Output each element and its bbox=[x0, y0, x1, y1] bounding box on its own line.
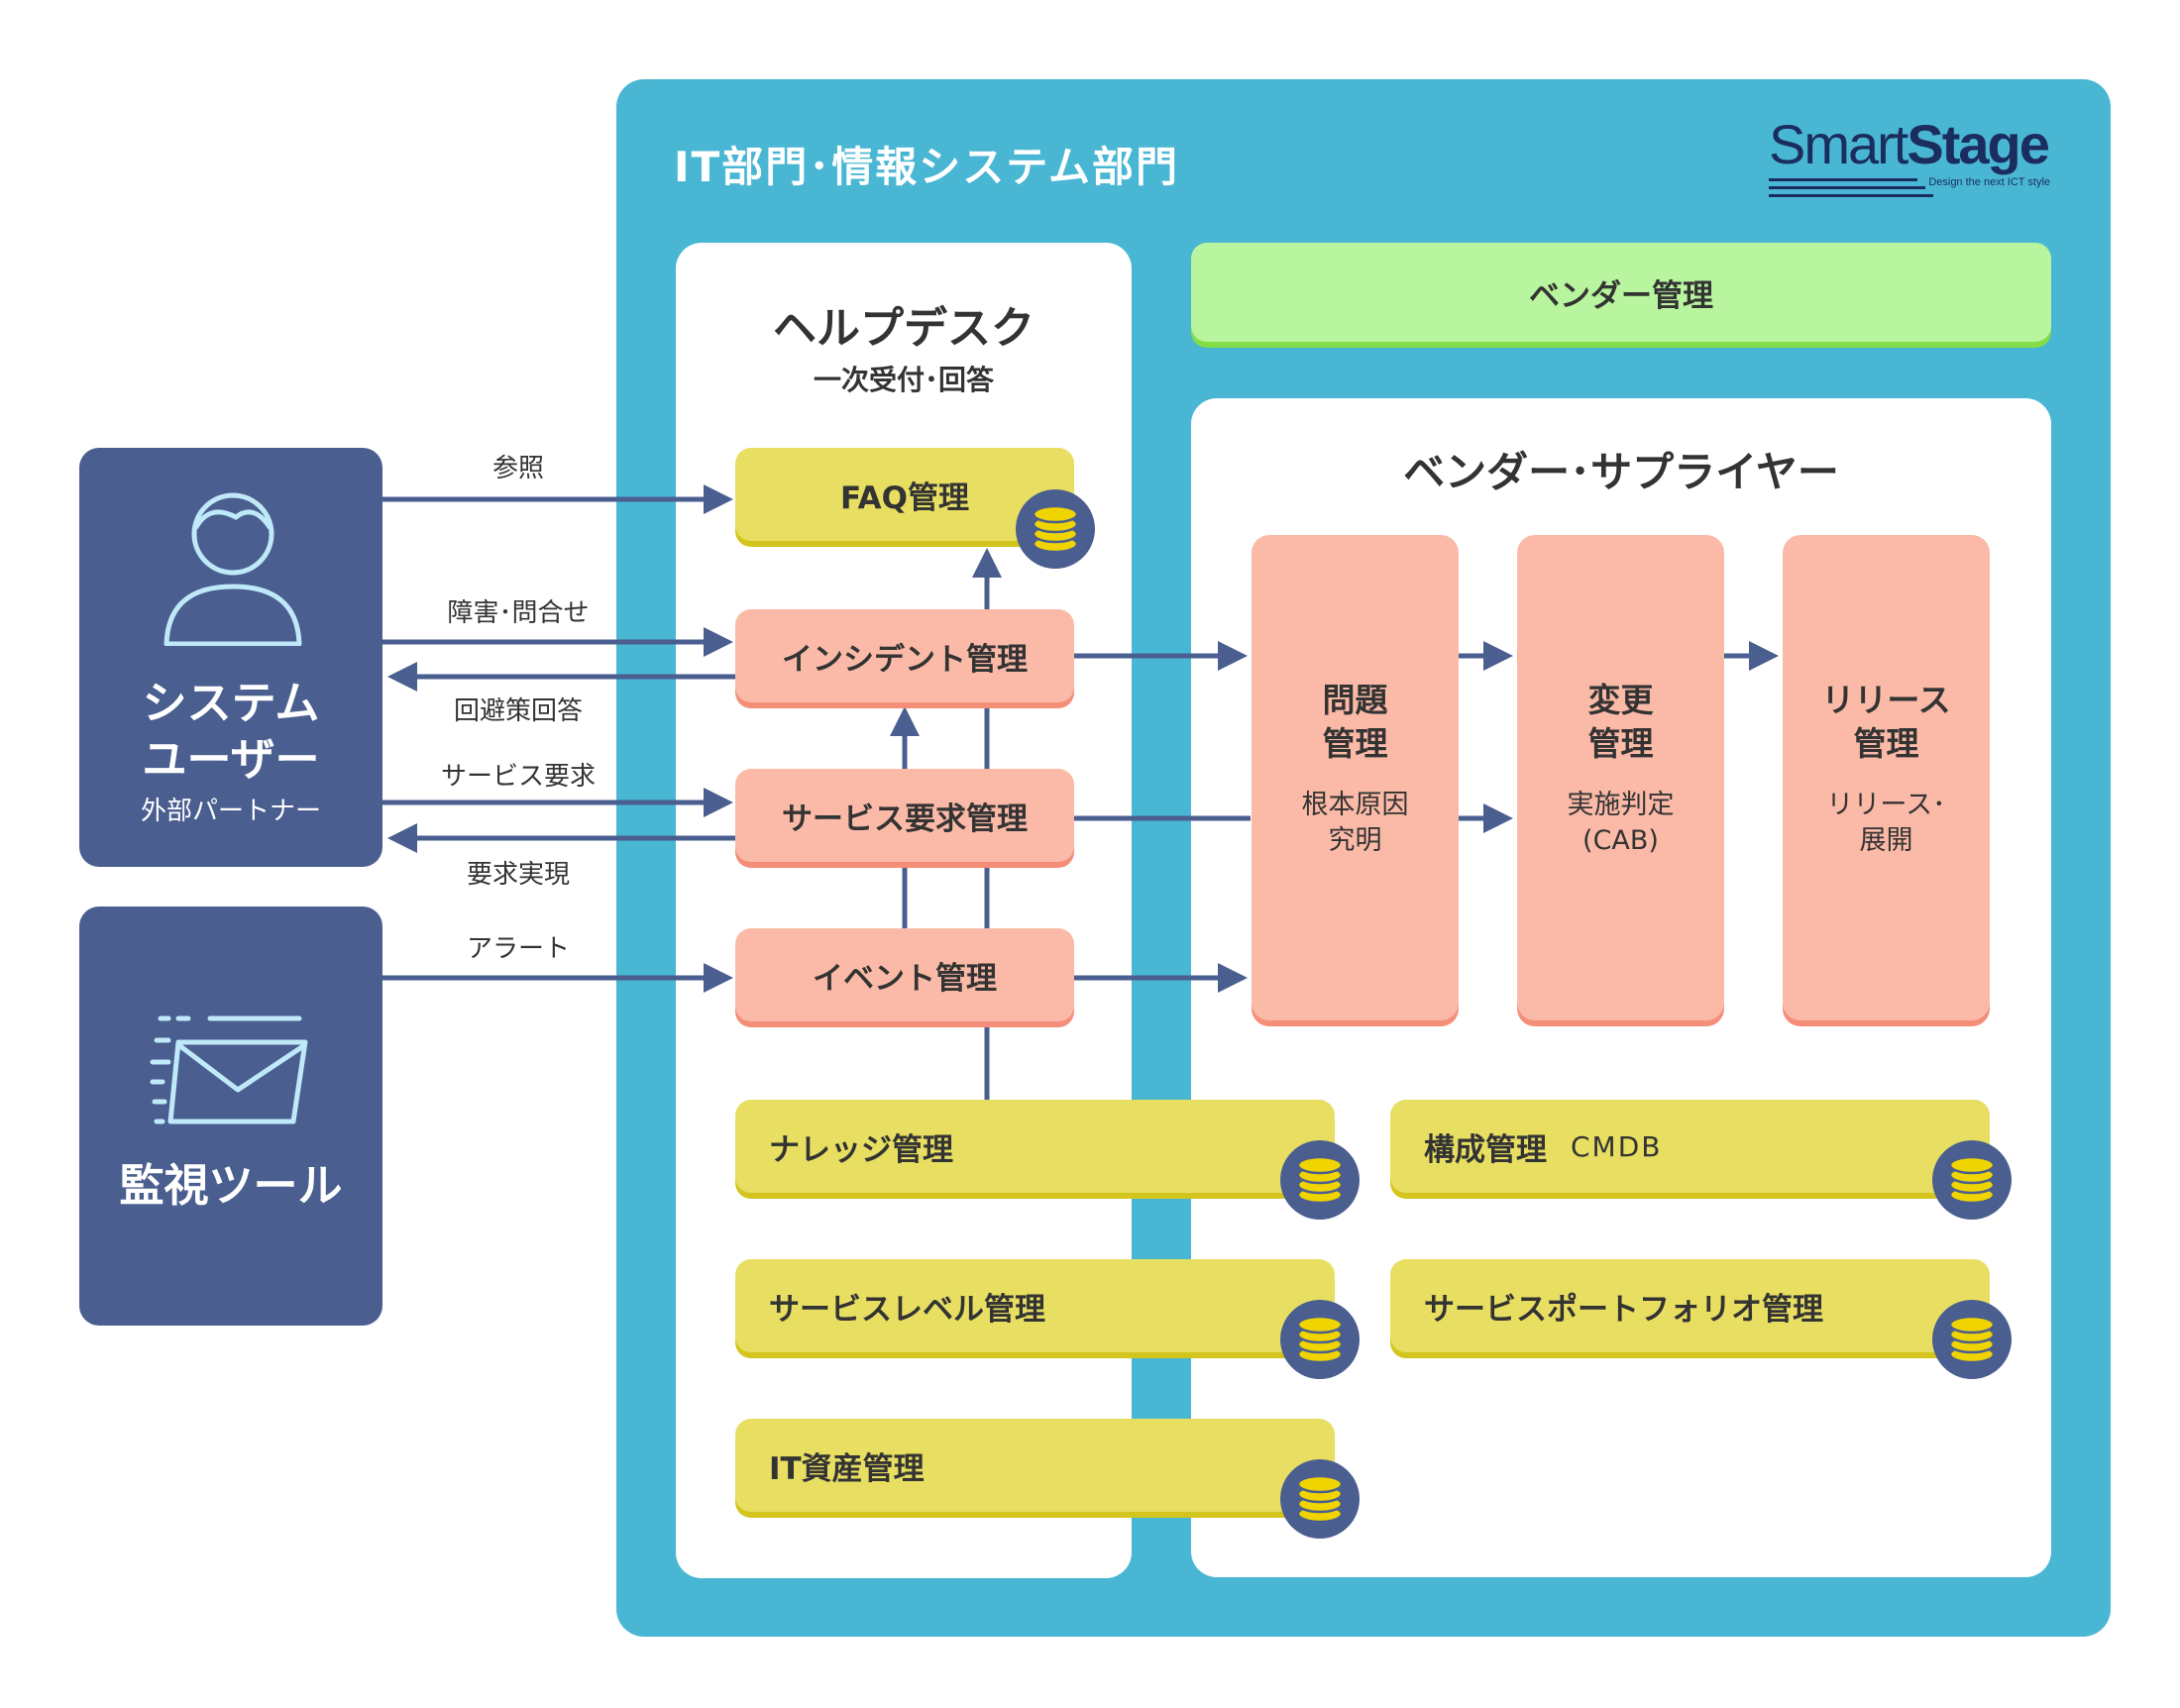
helpdesk-subtitle: 一次受付･回答 bbox=[813, 364, 994, 396]
incident-management-box: インシデント管理 bbox=[735, 609, 1074, 702]
edge-label-fulfillment: 要求実現 bbox=[466, 860, 570, 890]
department-title: IT部門･情報システム部門 bbox=[674, 143, 1180, 191]
problem-management-title: 問題 bbox=[1322, 681, 1388, 719]
release-management-detail: リリース･ bbox=[1826, 790, 1946, 820]
release-management-title-2: 管理 bbox=[1853, 724, 1919, 763]
change-management-detail: 実施判定 bbox=[1567, 790, 1675, 820]
database-icon bbox=[1932, 1140, 2012, 1220]
edge-label-alert: アラート bbox=[466, 934, 570, 964]
mail-alert-icon bbox=[150, 1015, 308, 1124]
vendor-supplier-title: ベンダー･サプライヤー bbox=[1403, 448, 1839, 496]
problem-management-box: 問題管理 根本原因究明 bbox=[1252, 535, 1459, 1020]
release-management-box: リリース管理 リリース･ 展開 bbox=[1783, 535, 1990, 1020]
event-management-label: イベント管理 bbox=[813, 960, 997, 997]
edge-label-workaround: 回避策回答 bbox=[453, 696, 583, 726]
release-management-title: リリース bbox=[1821, 681, 1951, 719]
database-icon bbox=[1016, 489, 1095, 569]
database-icon bbox=[1932, 1300, 2012, 1379]
service-level-management-box: サービスレベル管理 bbox=[735, 1259, 1335, 1352]
change-management-title: 変更 bbox=[1587, 681, 1654, 719]
release-management-detail-2: 展開 bbox=[1859, 825, 1913, 856]
vendor-management-label: ベンダー管理 bbox=[1529, 277, 1713, 314]
edge-label-service-request: サービス要求 bbox=[440, 762, 596, 792]
it-asset-management-label: IT資産管理 bbox=[769, 1450, 925, 1487]
faq-management-label: FAQ管理 bbox=[840, 480, 969, 516]
change-management-title-2: 管理 bbox=[1587, 724, 1654, 763]
edge-label-incident: 障害･問合せ bbox=[447, 598, 590, 628]
monitoring-tool-box bbox=[79, 907, 382, 1326]
knowledge-management-label: ナレッジ管理 bbox=[769, 1131, 953, 1168]
system-user-title-2: ユーザー bbox=[142, 733, 320, 786]
database-icon bbox=[1280, 1300, 1360, 1379]
it-asset-management-box: IT資産管理 bbox=[735, 1419, 1335, 1512]
incident-management-label: インシデント管理 bbox=[782, 641, 1028, 678]
smartstage-logo: SmartStage Design the next ICT style bbox=[1769, 117, 2056, 198]
user-icon bbox=[164, 492, 302, 646]
system-user-title: システム bbox=[142, 677, 320, 729]
system-user-box bbox=[79, 448, 382, 867]
database-icon bbox=[1280, 1140, 1360, 1220]
service-request-management-box: サービス要求管理 bbox=[735, 769, 1074, 862]
problem-management-title-2: 管理 bbox=[1322, 724, 1388, 763]
knowledge-management-box: ナレッジ管理 bbox=[735, 1100, 1335, 1193]
change-management-box: 変更管理 実施判定 (CAB) bbox=[1517, 535, 1724, 1020]
cmdb-label: CMDB bbox=[1571, 1129, 1663, 1163]
change-management-detail-2: (CAB) bbox=[1582, 825, 1659, 856]
system-user-subtitle: 外部パートナー bbox=[140, 797, 321, 826]
service-portfolio-management-label: サービスポートフォリオ管理 bbox=[1424, 1291, 1823, 1328]
service-request-management-label: サービス要求管理 bbox=[782, 801, 1028, 837]
database-icon bbox=[1280, 1459, 1360, 1539]
problem-management-detail-2: 究明 bbox=[1328, 825, 1382, 856]
configuration-management-label: 構成管理 bbox=[1424, 1131, 1547, 1168]
configuration-management-box: 構成管理 CMDB bbox=[1390, 1100, 1990, 1193]
monitoring-tool-title: 監視ツール bbox=[119, 1159, 343, 1212]
service-level-management-label: サービスレベル管理 bbox=[769, 1291, 1045, 1328]
event-management-box: イベント管理 bbox=[735, 928, 1074, 1021]
helpdesk-title: ヘルプデスク bbox=[773, 303, 1035, 354]
service-portfolio-management-box: サービスポートフォリオ管理 bbox=[1390, 1259, 1990, 1352]
edge-label-reference: 参照 bbox=[491, 454, 544, 483]
vendor-management-box: ベンダー管理 bbox=[1191, 243, 2051, 342]
problem-management-detail: 根本原因 bbox=[1301, 790, 1409, 820]
